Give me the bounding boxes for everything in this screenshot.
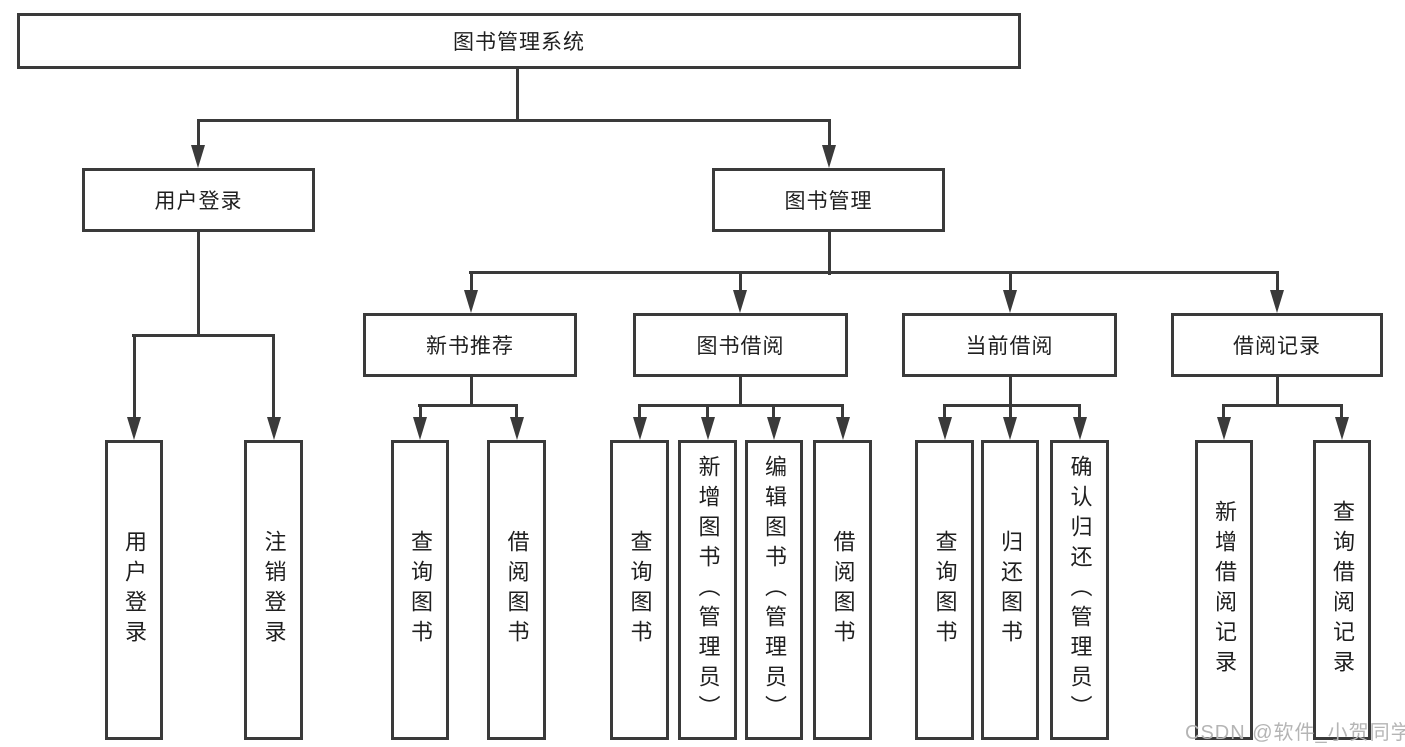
arrowhead-borrow-records <box>1270 290 1284 313</box>
leaf-query-borrow-record: 查询借阅记录 <box>1313 440 1371 740</box>
connector-level3-hline <box>469 271 1279 274</box>
connector-groupA-stub <box>470 375 473 407</box>
connector-stem-groupC-2 <box>1009 404 1012 426</box>
leaf-query-books-current: 查询图书 <box>915 440 974 740</box>
leaf-query-books-rec: 查询图书 <box>391 440 449 740</box>
node-book-mgmt: 图书管理 <box>712 168 945 232</box>
connector-stem-leaf-user-login <box>133 334 136 422</box>
connector-groupB-stub <box>739 375 742 407</box>
node-current-borrow-label: 当前借阅 <box>965 335 1054 358</box>
node-book-mgmt-label: 图书管理 <box>784 190 873 213</box>
leaf-edit-book-admin: 编辑图书（管理员） <box>745 440 803 740</box>
connector-stem-leaf-logout <box>272 334 275 422</box>
arrowhead-groupB-2 <box>701 417 715 440</box>
arrowhead-book-mgmt <box>822 145 836 168</box>
connector-level1-hline <box>197 119 831 122</box>
arrowhead-groupD-2 <box>1335 417 1349 440</box>
connector-stem-new-book-rec <box>470 271 473 296</box>
node-book-borrow-label: 图书借阅 <box>696 335 785 358</box>
connector-stem-book-mgmt <box>828 119 831 153</box>
node-user-login-label: 用户登录 <box>154 190 243 213</box>
arrowhead-user-login <box>191 145 205 168</box>
leaf-query-books-borrow: 查询图书 <box>610 440 669 740</box>
connector-stem-groupB-4 <box>841 404 844 426</box>
connector-stem-current-borrow <box>1009 271 1012 296</box>
arrowhead-groupB-4 <box>836 417 850 440</box>
csdn-watermark: CSDN @软件_小贺同学 <box>1185 722 1405 744</box>
arrowhead-groupD-1 <box>1217 417 1231 440</box>
connector-stem-groupC-1 <box>943 404 946 426</box>
arrowhead-groupB-1 <box>633 417 647 440</box>
leaf-borrow-books-rec: 借阅图书 <box>487 440 546 740</box>
arrowhead-groupC-3 <box>1073 417 1087 440</box>
leaf-user-login: 用户登录 <box>105 440 163 740</box>
connector-stem-groupD-1 <box>1222 404 1225 426</box>
leaf-confirm-return-admin: 确认归还（管理员） <box>1050 440 1109 740</box>
connector-stem-groupB-1 <box>638 404 641 426</box>
connector-book-mgmt-stub <box>828 230 831 275</box>
connector-stem-groupA-1 <box>419 404 422 426</box>
connector-stem-groupB-2 <box>706 404 709 426</box>
arrowhead-groupC-1 <box>938 417 952 440</box>
node-book-borrow: 图书借阅 <box>633 313 848 377</box>
connector-stem-groupB-3 <box>772 404 775 426</box>
arrowhead-leaf-logout <box>267 417 281 440</box>
arrowhead-book-borrow <box>733 290 747 313</box>
connector-user-login-hline <box>132 334 275 337</box>
connector-stem-groupC-3 <box>1078 404 1081 426</box>
node-user-login: 用户登录 <box>82 168 315 232</box>
connector-stem-groupA-2 <box>515 404 518 426</box>
connector-groupC-stub <box>1009 375 1012 407</box>
connector-groupC-hline <box>943 404 1081 407</box>
leaf-add-borrow-record: 新增借阅记录 <box>1195 440 1253 740</box>
connector-groupB-hline <box>638 404 844 407</box>
arrowhead-new-book-rec <box>464 290 478 313</box>
connector-groupD-stub <box>1276 375 1279 407</box>
connector-groupD-hline <box>1222 404 1343 407</box>
arrowhead-groupA-2 <box>510 417 524 440</box>
connector-user-login-stub <box>197 230 200 337</box>
connector-groupA-hline <box>418 404 518 407</box>
leaf-return-book: 归还图书 <box>981 440 1039 740</box>
leaf-add-book-admin: 新增图书（管理员） <box>678 440 737 740</box>
node-borrow-records: 借阅记录 <box>1171 313 1383 377</box>
leaf-logout: 注销登录 <box>244 440 303 740</box>
node-borrow-records-label: 借阅记录 <box>1233 335 1321 358</box>
connector-stem-groupD-2 <box>1340 404 1343 426</box>
arrowhead-groupC-2 <box>1003 417 1017 440</box>
arrowhead-groupB-3 <box>767 417 781 440</box>
node-new-book-rec: 新书推荐 <box>363 313 577 377</box>
connector-stem-user-login <box>197 119 200 153</box>
node-root-label: 图书管理系统 <box>453 31 585 54</box>
connector-root-stub <box>516 69 519 122</box>
node-new-book-rec-label: 新书推荐 <box>426 335 514 358</box>
node-current-borrow: 当前借阅 <box>902 313 1117 377</box>
arrowhead-groupA-1 <box>413 417 427 440</box>
connector-stem-book-borrow <box>739 271 742 296</box>
arrowhead-current-borrow <box>1003 290 1017 313</box>
node-root: 图书管理系统 <box>17 13 1021 69</box>
arrowhead-leaf-user-login <box>127 417 141 440</box>
connector-stem-borrow-records <box>1276 271 1279 296</box>
leaf-borrow-books-borrow: 借阅图书 <box>813 440 872 740</box>
